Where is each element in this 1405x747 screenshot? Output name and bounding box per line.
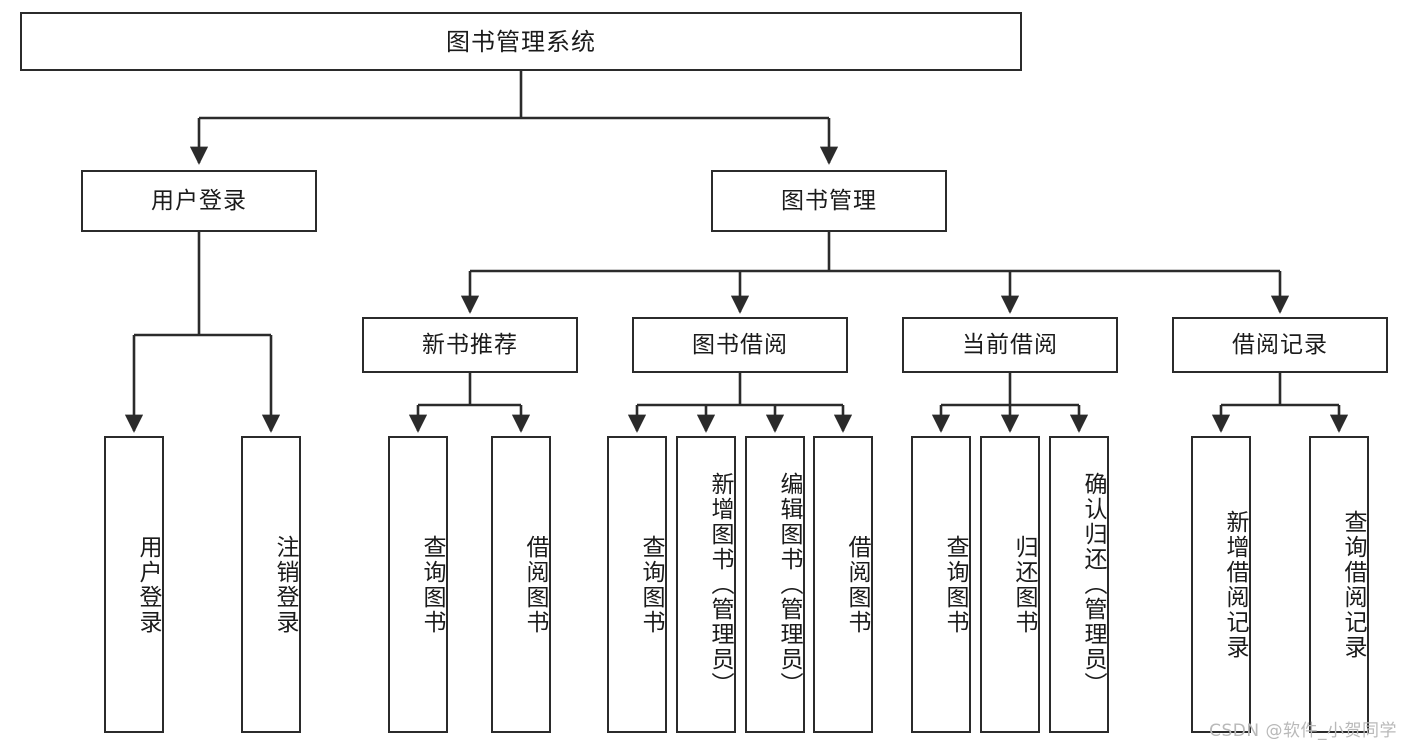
leaf-current-query-book[interactable]: 查询图书 (911, 436, 971, 733)
node-label: 查询图书 (942, 534, 968, 635)
node-label: 当前借阅 (962, 331, 1058, 358)
node-label: 借阅图书 (522, 534, 548, 635)
node-label: 借阅图书 (844, 534, 870, 635)
node-label: 用户登录 (151, 187, 247, 214)
leaf-borrow-add-book-admin[interactable]: 新增图书（管理员） (676, 436, 736, 733)
leaf-recommend-query-book[interactable]: 查询图书 (388, 436, 448, 733)
node-label: 归还图书 (1011, 534, 1037, 635)
leaf-user-login[interactable]: 用户登录 (104, 436, 164, 733)
node-label: 用户登录 (135, 534, 161, 635)
node-label: 确认归还（管理员） (1080, 472, 1106, 697)
node-label: 查询图书 (638, 534, 664, 635)
leaf-current-confirm-return-admin[interactable]: 确认归还（管理员） (1049, 436, 1109, 733)
leaf-record-add-record[interactable]: 新增借阅记录 (1191, 436, 1251, 733)
watermark: CSDN @软件_小贺同学 (1209, 721, 1397, 741)
leaf-borrow-borrow-book[interactable]: 借阅图书 (813, 436, 873, 733)
node-label: 图书借阅 (692, 331, 788, 358)
node-label: 图书管理 (781, 187, 877, 214)
node-label: 新增借阅记录 (1222, 509, 1248, 660)
node-label: 借阅记录 (1232, 331, 1328, 358)
leaf-current-return-book[interactable]: 归还图书 (980, 436, 1040, 733)
node-user-login[interactable]: 用户登录 (81, 170, 317, 232)
leaf-recommend-borrow-book[interactable]: 借阅图书 (491, 436, 551, 733)
node-book-borrow[interactable]: 图书借阅 (632, 317, 848, 373)
node-label: 查询图书 (419, 534, 445, 635)
leaf-borrow-query-book[interactable]: 查询图书 (607, 436, 667, 733)
node-label: 编辑图书（管理员） (776, 472, 802, 697)
leaf-user-logout[interactable]: 注销登录 (241, 436, 301, 733)
leaf-borrow-edit-book-admin[interactable]: 编辑图书（管理员） (745, 436, 805, 733)
node-label: 新增图书（管理员） (707, 472, 733, 697)
node-borrow-record[interactable]: 借阅记录 (1172, 317, 1388, 373)
node-label: 新书推荐 (422, 331, 518, 358)
node-label: 查询借阅记录 (1340, 509, 1366, 660)
node-book-management[interactable]: 图书管理 (711, 170, 947, 232)
node-label: 图书管理系统 (446, 27, 596, 56)
node-new-book-recommend[interactable]: 新书推荐 (362, 317, 578, 373)
node-label: 注销登录 (272, 534, 298, 635)
leaf-record-query-record[interactable]: 查询借阅记录 (1309, 436, 1369, 733)
node-current-borrow[interactable]: 当前借阅 (902, 317, 1118, 373)
node-root-system[interactable]: 图书管理系统 (20, 12, 1022, 71)
